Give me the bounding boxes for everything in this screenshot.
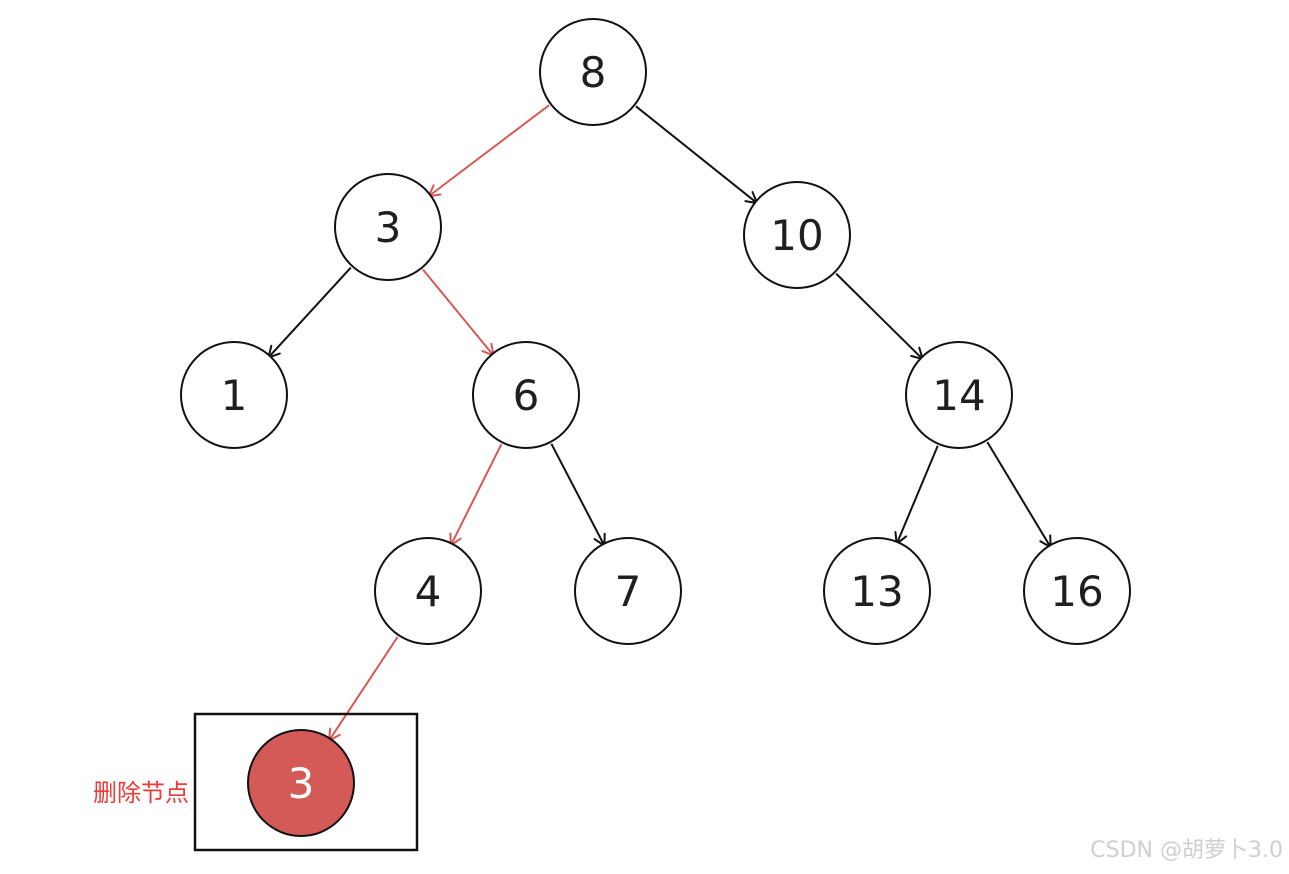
node-circle	[1023, 537, 1131, 645]
node-circle	[334, 173, 442, 281]
node-circle	[180, 341, 288, 449]
edge-line	[328, 636, 399, 742]
node-value-label: 8	[580, 48, 607, 97]
node-circle	[472, 341, 580, 449]
node-value-label: 3	[288, 759, 315, 808]
node-value-label: 7	[615, 567, 642, 616]
node-circle	[823, 537, 931, 645]
node-circle	[247, 729, 355, 837]
tree-edge-n4-n3b	[328, 636, 399, 742]
tree-node-n1: 1	[180, 341, 288, 449]
tree-edges	[267, 104, 1052, 742]
tree-node-n3b: 3	[247, 729, 355, 837]
node-value-label: 13	[850, 567, 903, 616]
tree-edge-n10-n14	[835, 272, 924, 361]
node-circle	[374, 537, 482, 645]
tree-edge-n8-n3	[427, 104, 550, 198]
tree-node-n4: 4	[374, 537, 482, 645]
tree-edge-n14-n16	[986, 441, 1052, 549]
edge-line	[895, 445, 939, 545]
node-value-label: 1	[221, 371, 248, 420]
tree-node-n3: 3	[334, 173, 442, 281]
tree-node-n6: 6	[472, 341, 580, 449]
node-value-label: 4	[415, 567, 442, 616]
node-circle	[539, 18, 647, 126]
edge-line	[422, 268, 495, 357]
node-circle	[574, 537, 682, 645]
tree-node-n16: 16	[1023, 537, 1131, 645]
edge-line	[267, 266, 352, 359]
edge-line	[835, 272, 924, 360]
tree-node-n7: 7	[574, 537, 682, 645]
node-circle	[743, 181, 851, 289]
tree-node-n14: 14	[905, 341, 1013, 449]
tree-edge-n14-n13	[894, 445, 939, 545]
node-value-label: 16	[1050, 567, 1103, 616]
tree-node-n13: 13	[823, 537, 931, 645]
tree-edge-n6-n7	[550, 443, 606, 547]
edge-line	[635, 105, 758, 204]
edge-line	[550, 443, 606, 547]
node-value-label: 10	[770, 211, 823, 260]
node-value-label: 14	[932, 371, 985, 420]
node-value-label: 3	[375, 203, 402, 252]
tree-node-n8: 8	[539, 18, 647, 126]
edge-line	[449, 443, 503, 546]
delete-node-label: 删除节点	[93, 779, 189, 807]
tree-node-n10: 10	[743, 181, 851, 289]
tree-edge-n3-n1	[267, 266, 352, 359]
tree-edge-n3-n6	[422, 268, 495, 357]
node-value-label: 6	[513, 371, 540, 420]
node-circle	[905, 341, 1013, 449]
edge-line	[428, 104, 550, 198]
tree-edge-n6-n4	[449, 443, 503, 547]
delete-node-highlight-box	[193, 712, 419, 852]
tree-edge-n8-n10	[635, 105, 759, 205]
edge-line	[986, 441, 1052, 548]
watermark: CSDN @胡萝卜3.0	[1090, 838, 1283, 863]
